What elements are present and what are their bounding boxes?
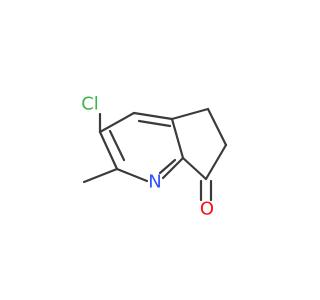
chlorine-label: Cl — [81, 94, 99, 115]
bond-c4a-c5 — [170, 107, 210, 121]
bond-c4-c4a — [132, 111, 174, 121]
bond-n1-c2 — [115, 167, 149, 183]
bond-c2-c3 — [98, 130, 119, 171]
oxygen-label: O — [200, 199, 214, 220]
bond-c5-c6 — [206, 107, 228, 147]
bond-c6-c7 — [204, 143, 228, 181]
bond-c4-c4a-inner — [137, 119, 172, 128]
bond-c7a-n1 — [161, 156, 185, 180]
bond-c2-methyl — [82, 167, 119, 184]
structure-canvas: Cl N O — [81, 93, 228, 220]
bond-c3-c4 — [98, 111, 136, 134]
bond-c7a-n1-inner — [158, 158, 177, 175]
molecule-diagram: Cl N O — [81, 94, 228, 220]
bond-c4a-c7a — [170, 117, 185, 160]
nitrogen-label: N — [148, 172, 161, 193]
bond-c7-c7a — [181, 156, 208, 181]
bond-c2-c3-inner — [108, 129, 126, 162]
